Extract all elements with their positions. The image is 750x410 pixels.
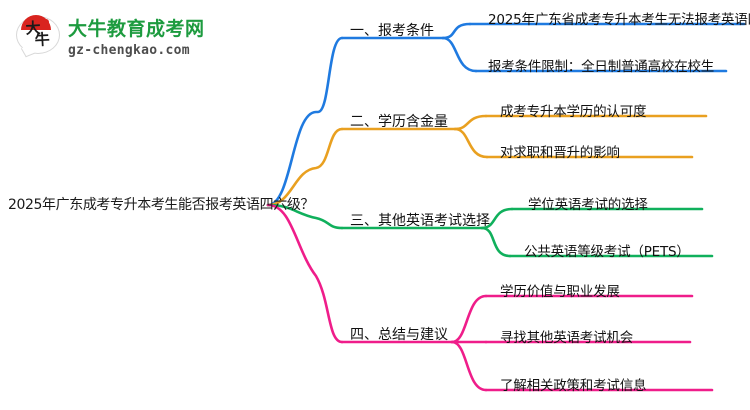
mindmap-leaf-node-1-1[interactable]: 2025年广东省成考专升本考生无法报考英语四六级 (488, 12, 750, 28)
mindmap-leaf-node-3-1[interactable]: 学位英语考试的选择 (528, 197, 648, 213)
mindmap-leaf-node-3-2[interactable]: 公共英语等级考试（PETS） (524, 244, 690, 260)
edge-branch-2-to-leaf-1 (453, 114, 488, 131)
site-logo: 大 牛 大牛教育成考网 gz-chengkao.com (14, 12, 244, 60)
mindmap-branch-node-4[interactable]: 四、总结与建议 (350, 327, 448, 343)
mindmap-branch-node-1[interactable]: 一、报考条件 (350, 23, 434, 39)
mindmap-leaf-node-2-2[interactable]: 对求职和晋升的影响 (500, 145, 620, 161)
edge-root-to-branch-1 (266, 36, 344, 207)
logo-title: 大牛教育成考网 (68, 18, 205, 40)
edge-root-to-branch-2 (266, 127, 344, 207)
logo-text-block: 大牛教育成考网 gz-chengkao.com (68, 14, 205, 58)
edge-branch-4-to-leaf-1 (450, 294, 488, 344)
edge-branch-4-to-leaf-3 (450, 340, 488, 392)
mindmap-branch-node-2[interactable]: 二、学历含金量 (350, 114, 448, 130)
edge-branch-3-to-leaf-2 (480, 226, 512, 258)
edge-root-to-branch-4 (266, 203, 344, 344)
edge-root-to-branch-3 (266, 203, 344, 230)
mindmap-leaf-node-4-2[interactable]: 寻找其他英语考试机会 (500, 330, 633, 346)
mindmap-leaf-node-4-1[interactable]: 学历价值与职业发展 (500, 284, 620, 300)
logo-mark-icon: 大 牛 (14, 13, 60, 58)
edge-branch-1-to-leaf-2 (441, 36, 478, 73)
mindmap-leaf-node-2-1[interactable]: 成考专升本学历的认可度 (500, 104, 647, 120)
mindmap-root-node[interactable]: 2025年广东成考专升本考生能否报考英语四六级？ (8, 197, 315, 213)
mindmap-leaf-node-4-3[interactable]: 了解相关政策和考试信息 (500, 378, 647, 394)
edge-branch-2-to-leaf-2 (453, 127, 489, 159)
edge-branch-1-to-leaf-1 (441, 22, 472, 40)
logo-url: gz-chengkao.com (68, 43, 190, 58)
mindmap-branch-node-3[interactable]: 三、其他英语考试选择 (350, 213, 490, 229)
logo-red-dot (40, 19, 49, 30)
mindmap-leaf-node-1-2[interactable]: 报考条件限制：全日制普通高校在校生 (488, 59, 715, 75)
